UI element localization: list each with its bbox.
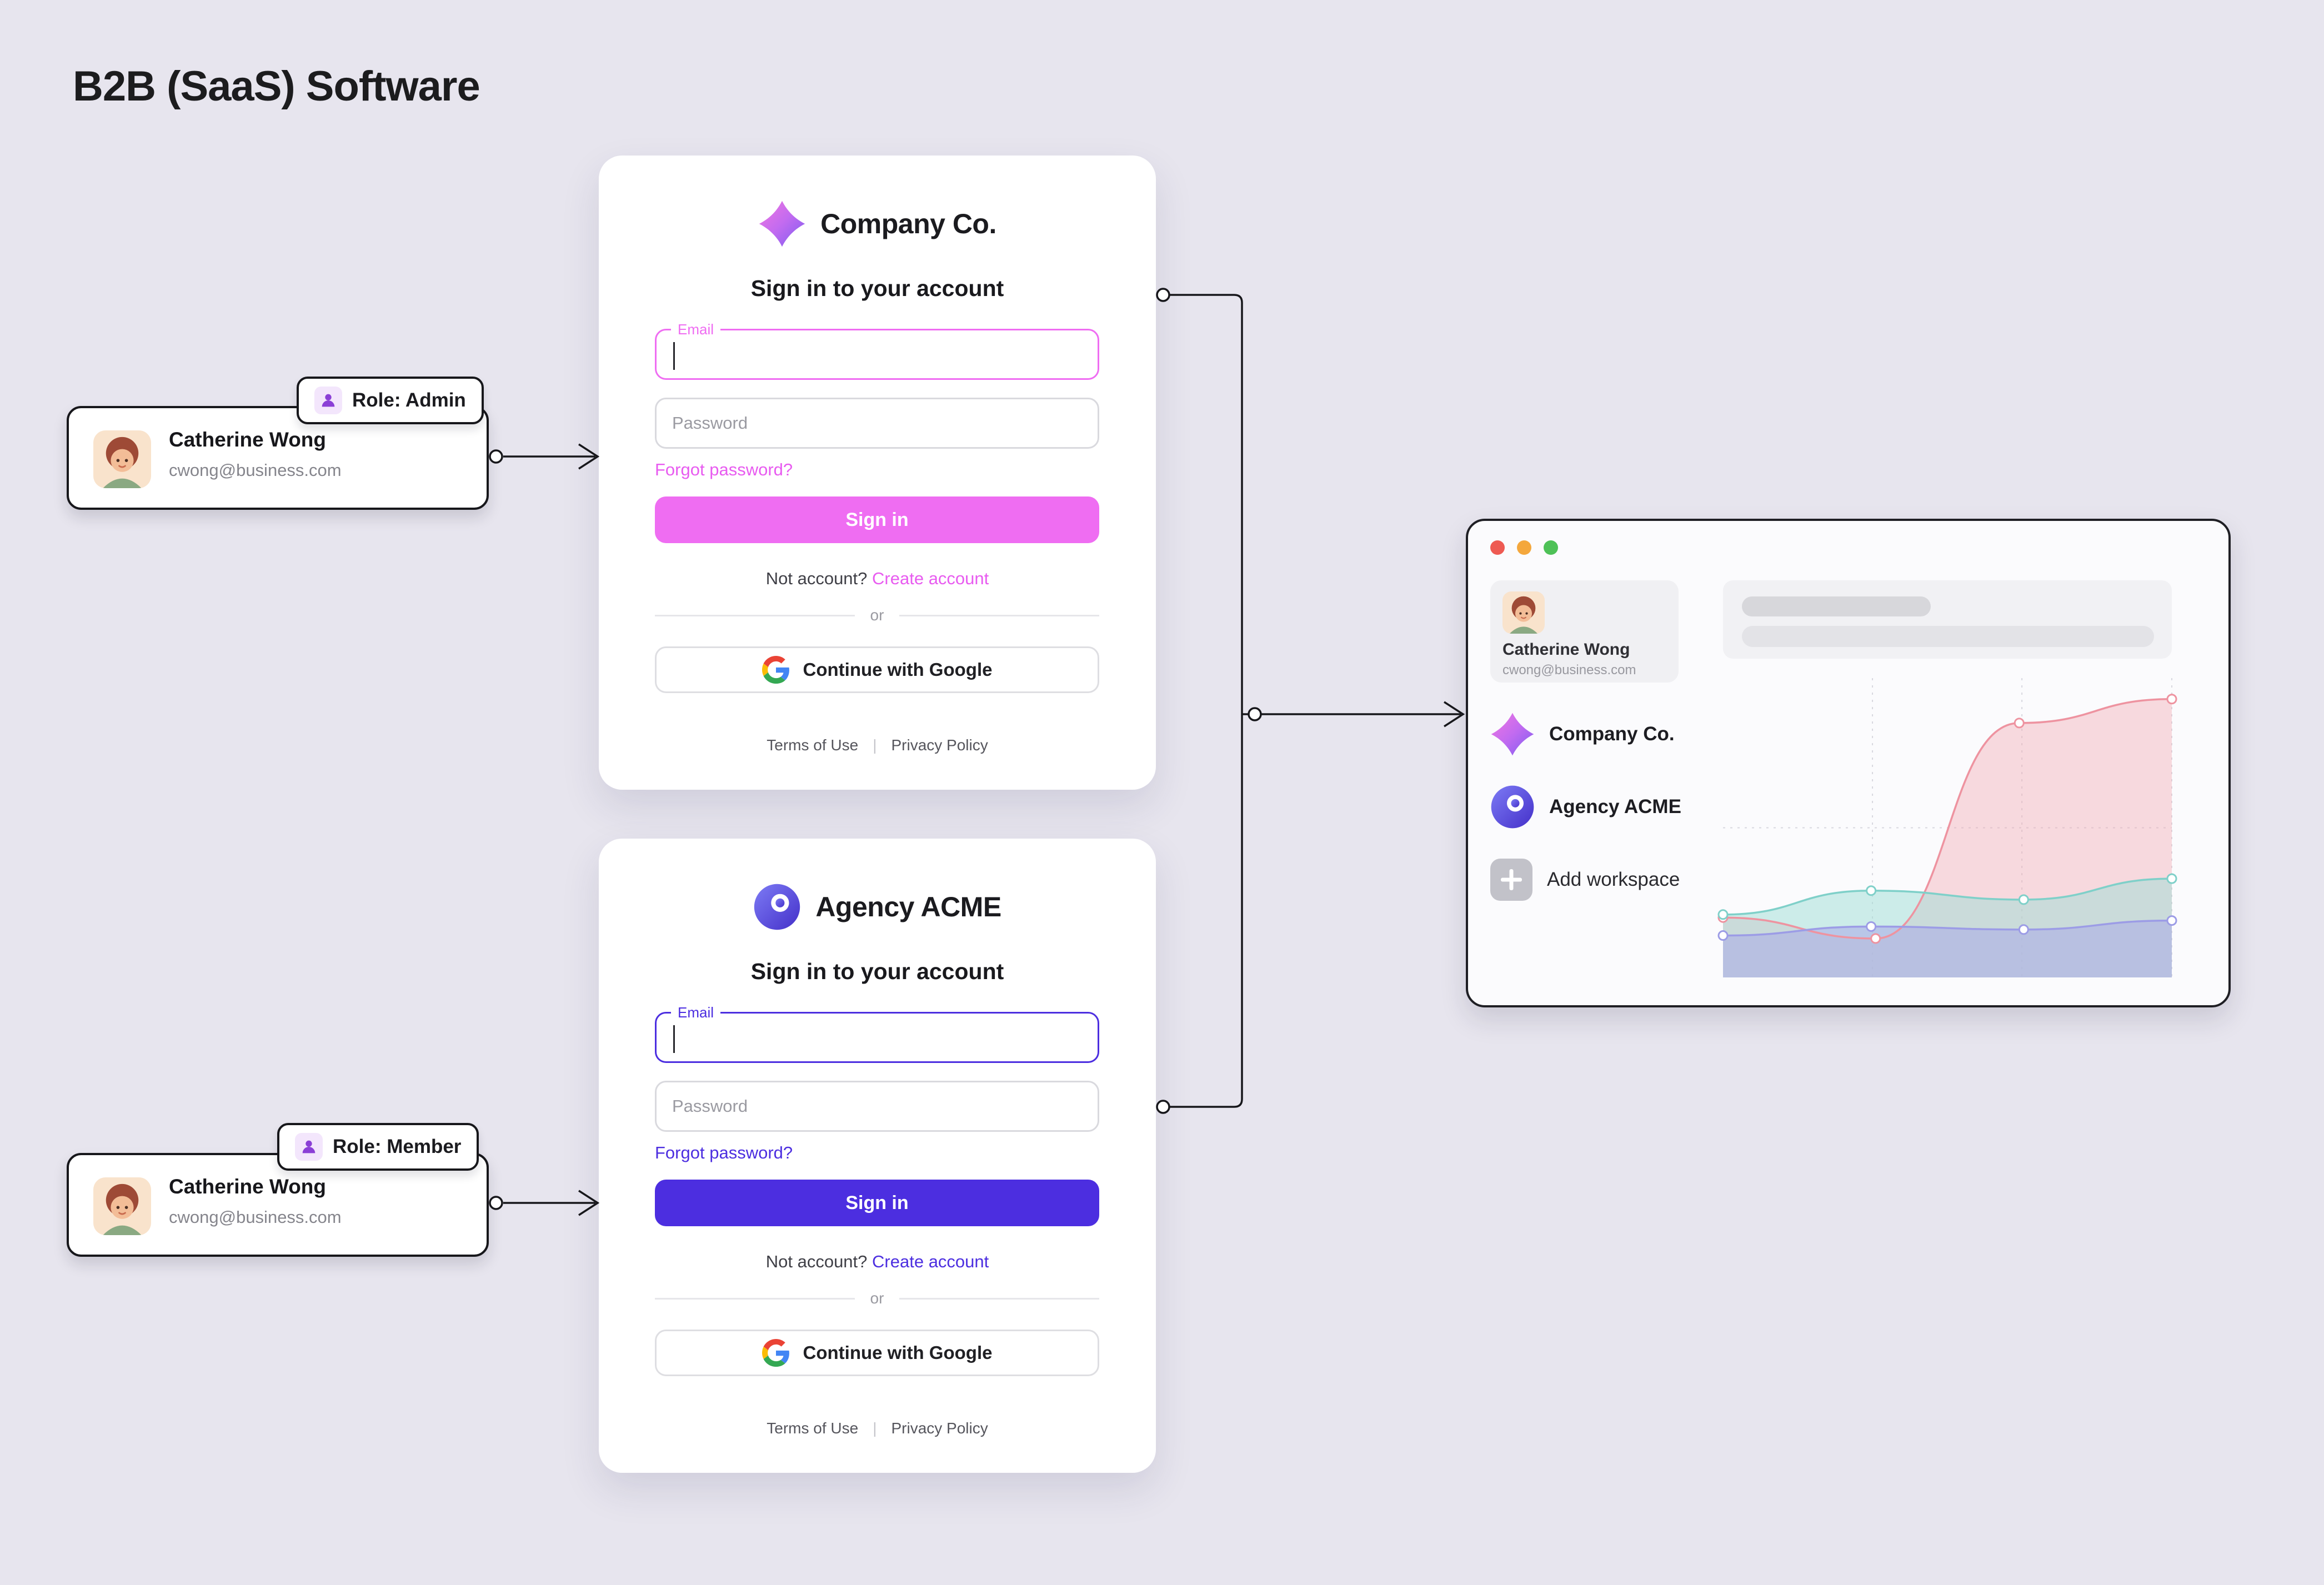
- divider-line: [655, 614, 855, 616]
- footer-separator: |: [873, 1420, 877, 1437]
- email-field[interactable]: Email: [655, 320, 1099, 380]
- text-cursor: [673, 1025, 675, 1053]
- card-footer: Terms of Use | Privacy Policy: [599, 1420, 1156, 1437]
- role-badge-member: Role: Member: [277, 1123, 479, 1171]
- workspace-item-agency[interactable]: Agency ACME: [1490, 785, 1681, 829]
- signin-heading: Sign in to your account: [750, 275, 1004, 301]
- privacy-link[interactable]: Privacy Policy: [891, 736, 988, 754]
- brand-row: Agency ACME: [599, 883, 1156, 931]
- email-input[interactable]: [657, 1014, 1098, 1061]
- card-footer: Terms of Use | Privacy Policy: [599, 736, 1156, 754]
- actor-name: Catherine Wong: [169, 1175, 326, 1198]
- role-label: Role: Admin: [352, 389, 466, 411]
- signin-heading: Sign in to your account: [750, 959, 1004, 984]
- divider-line: [899, 614, 1099, 616]
- window-zoom-button[interactable]: [1544, 540, 1558, 555]
- email-field-label: Email: [671, 1004, 721, 1022]
- forgot-password-link[interactable]: Forgot password?: [655, 460, 793, 479]
- text-cursor: [673, 342, 675, 370]
- privacy-link[interactable]: Privacy Policy: [891, 1420, 988, 1437]
- no-account-row: Not account? Create account: [599, 569, 1156, 589]
- or-divider: or: [655, 606, 1099, 624]
- no-account-row: Not account? Create account: [599, 1252, 1156, 1272]
- skeleton-panel: [1723, 580, 2172, 659]
- google-button-label: Continue with Google: [803, 1342, 993, 1363]
- no-account-text: Not account?: [765, 1252, 868, 1271]
- area-chart: [1717, 678, 2177, 977]
- actor-card-member: Catherine Wong cwong@business.com: [67, 1153, 489, 1257]
- add-workspace-label: Add workspace: [1547, 869, 1680, 890]
- skeleton-bar: [1742, 626, 2154, 647]
- workspace-item-company[interactable]: Company Co.: [1490, 712, 1675, 756]
- create-account-link[interactable]: Create account: [872, 1252, 989, 1271]
- actor-name: Catherine Wong: [169, 428, 326, 451]
- agency-logo-icon: [753, 883, 801, 931]
- password-field[interactable]: [655, 1081, 1099, 1132]
- or-text: or: [870, 606, 884, 624]
- email-input[interactable]: [657, 330, 1098, 378]
- brand-row: Company Co.: [599, 200, 1156, 248]
- plus-icon: [1490, 859, 1532, 901]
- person-icon: [314, 387, 342, 414]
- company-logo-icon: [1490, 712, 1535, 756]
- avatar: [93, 1177, 151, 1235]
- signin-card-company: Company Co. Sign in to your account Emai…: [599, 156, 1156, 790]
- password-input[interactable]: [657, 399, 1098, 447]
- brand-name: Agency ACME: [815, 891, 1001, 922]
- agency-logo-icon: [1490, 785, 1535, 829]
- workspace-window: Catherine Wong cwong@business.com Compan…: [1466, 519, 2231, 1007]
- footer-separator: |: [873, 736, 877, 754]
- window-close-button[interactable]: [1490, 540, 1505, 555]
- google-button-label: Continue with Google: [803, 659, 993, 680]
- avatar: [93, 430, 151, 488]
- window-minimize-button[interactable]: [1517, 540, 1531, 555]
- google-signin-button[interactable]: Continue with Google: [655, 1330, 1099, 1376]
- profile-tile[interactable]: Catherine Wong cwong@business.com: [1490, 580, 1679, 683]
- email-field-label: Email: [671, 320, 721, 339]
- forgot-password-link[interactable]: Forgot password?: [655, 1143, 793, 1162]
- signin-card-agency: Agency ACME Sign in to your account Emai…: [599, 839, 1156, 1473]
- or-divider: or: [655, 1290, 1099, 1307]
- role-label: Role: Member: [333, 1136, 462, 1157]
- actor-email: cwong@business.com: [169, 1207, 342, 1227]
- add-workspace-button[interactable]: Add workspace: [1490, 857, 1680, 902]
- or-text: or: [870, 1290, 884, 1307]
- no-account-text: Not account?: [765, 569, 868, 588]
- sign-in-button[interactable]: Sign in: [655, 1180, 1099, 1226]
- workspace-label: Agency ACME: [1549, 796, 1681, 817]
- divider-line: [655, 1297, 855, 1300]
- company-logo-icon: [758, 200, 806, 248]
- person-icon: [295, 1133, 323, 1161]
- actor-email: cwong@business.com: [169, 460, 342, 480]
- google-signin-button[interactable]: Continue with Google: [655, 646, 1099, 693]
- skeleton-bar: [1742, 596, 1931, 616]
- avatar: [1502, 591, 1545, 634]
- password-field[interactable]: [655, 398, 1099, 449]
- page-title: B2B (SaaS) Software: [73, 63, 480, 110]
- password-input[interactable]: [657, 1082, 1098, 1130]
- role-badge-admin: Role: Admin: [297, 377, 484, 424]
- profile-name: Catherine Wong: [1502, 640, 1630, 659]
- profile-email: cwong@business.com: [1502, 663, 1636, 678]
- terms-link[interactable]: Terms of Use: [767, 736, 859, 754]
- brand-name: Company Co.: [820, 208, 996, 239]
- workspace-analytics-chart: [1717, 678, 2177, 977]
- terms-link[interactable]: Terms of Use: [767, 1420, 859, 1437]
- google-icon: [762, 1339, 789, 1367]
- google-icon: [762, 656, 789, 684]
- sign-in-button[interactable]: Sign in: [655, 496, 1099, 543]
- email-field[interactable]: Email: [655, 1004, 1099, 1063]
- divider-line: [899, 1297, 1099, 1300]
- create-account-link[interactable]: Create account: [872, 569, 989, 588]
- workspace-label: Company Co.: [1549, 723, 1675, 745]
